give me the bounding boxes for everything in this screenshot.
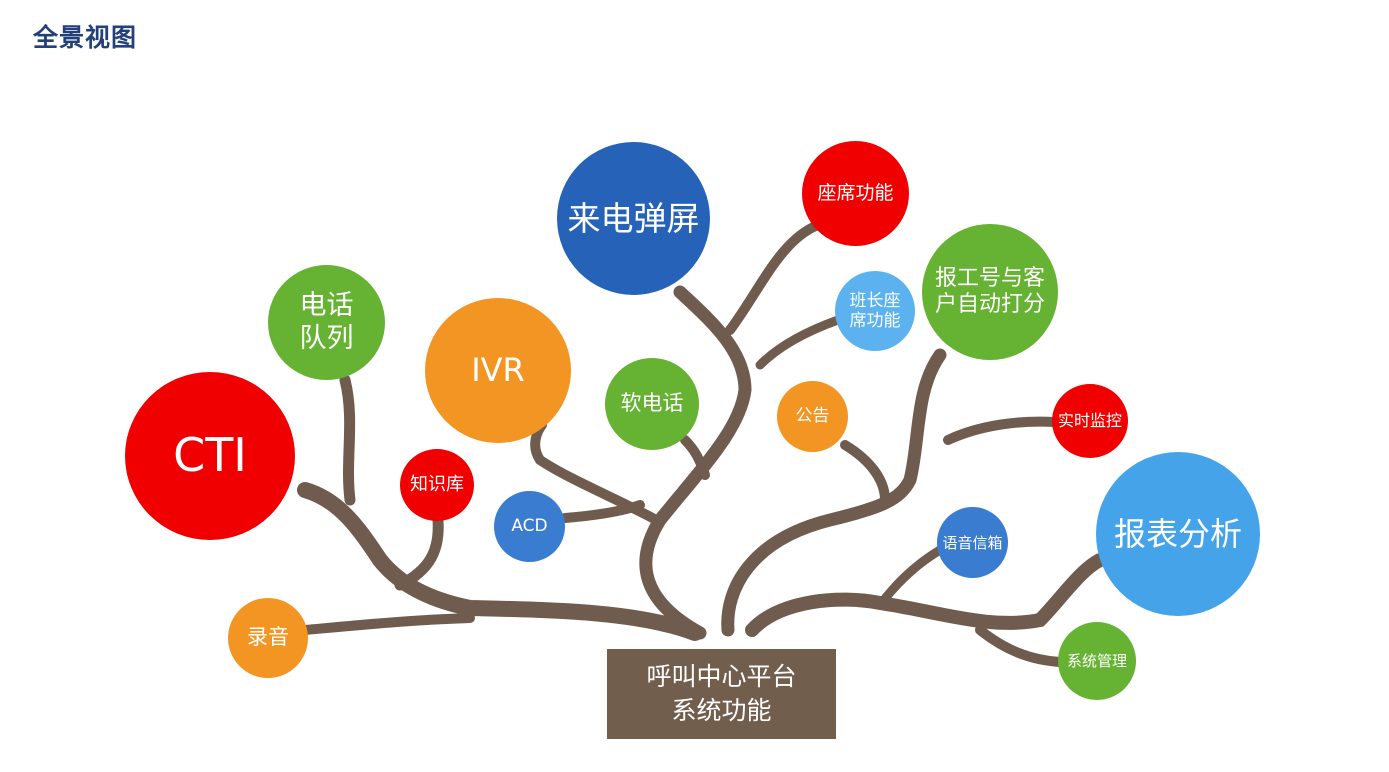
branch-system-management: [975, 625, 1065, 667]
node-ivr: IVR: [425, 298, 571, 443]
node-realtime-monitoring-label: 实时监控: [1057, 411, 1122, 431]
branch-team-lead: [755, 315, 843, 370]
branch-right-trunk: [721, 348, 947, 637]
branch-acd: [560, 500, 645, 523]
branch-call-queue: [339, 374, 356, 506]
node-screen-pop-label: 来电弹屏: [567, 198, 700, 238]
node-acd: ACD: [494, 491, 565, 562]
node-cti: CTI: [125, 372, 295, 540]
root-label-line1: 呼叫中心平台: [646, 662, 797, 691]
node-announcement: 公告: [777, 381, 848, 452]
node-agent-functions-label: 座席功能: [817, 182, 894, 205]
branch-left-trunk: [297, 482, 703, 641]
node-report-analysis: 报表分析: [1096, 452, 1260, 616]
node-recording-label: 录音: [247, 625, 289, 650]
root-node-call-center-platform: 呼叫中心平台 系统功能: [607, 649, 836, 739]
node-report-analysis-label: 报表分析: [1113, 514, 1242, 553]
branch-knowledge-base: [394, 514, 444, 591]
node-softphone: 软电话: [605, 358, 699, 450]
branch-voicemail: [875, 545, 945, 610]
branch-realtime: [943, 416, 1060, 445]
node-recording: 录音: [228, 598, 308, 678]
node-agent-functions: 座席功能: [802, 141, 909, 246]
node-knowledge-base-label: 知识库: [410, 474, 464, 496]
branch-central: [639, 285, 752, 640]
branch-agent-functions: [725, 220, 823, 335]
node-ivr-label: IVR: [471, 351, 525, 390]
node-softphone-label: 软电话: [620, 391, 684, 416]
node-call-queue: 电话 队列: [268, 265, 385, 380]
node-announcement-label: 公告: [795, 406, 830, 427]
branch-announcement: [840, 440, 890, 505]
node-call-queue-label: 电话 队列: [299, 290, 354, 354]
node-screen-pop: 来电弹屏: [557, 142, 710, 295]
branch-softphone: [680, 435, 710, 480]
node-system-management: 系统管理: [1058, 622, 1136, 700]
branch-recording: [300, 613, 475, 635]
node-auto-rating-label: 报工号与客 户自动打分: [934, 265, 1045, 317]
node-auto-rating: 报工号与客 户自动打分: [922, 224, 1058, 360]
node-system-management-label: 系统管理: [1066, 652, 1127, 670]
node-acd-label: ACD: [511, 516, 548, 537]
node-knowledge-base: 知识库: [400, 449, 474, 521]
branch-lower-right: [745, 553, 1107, 637]
node-team-lead-functions-label: 班长座 席功能: [849, 290, 901, 331]
node-voicemail-label: 语音信箱: [942, 533, 1003, 552]
page-title: 全景视图: [33, 23, 138, 52]
node-realtime-monitoring: 实时监控: [1052, 384, 1128, 458]
root-label-line2: 系统功能: [671, 696, 772, 725]
node-voicemail: 语音信箱: [937, 507, 1008, 578]
node-team-lead-functions: 班长座 席功能: [835, 271, 915, 351]
node-cti-label: CTI: [173, 428, 247, 483]
